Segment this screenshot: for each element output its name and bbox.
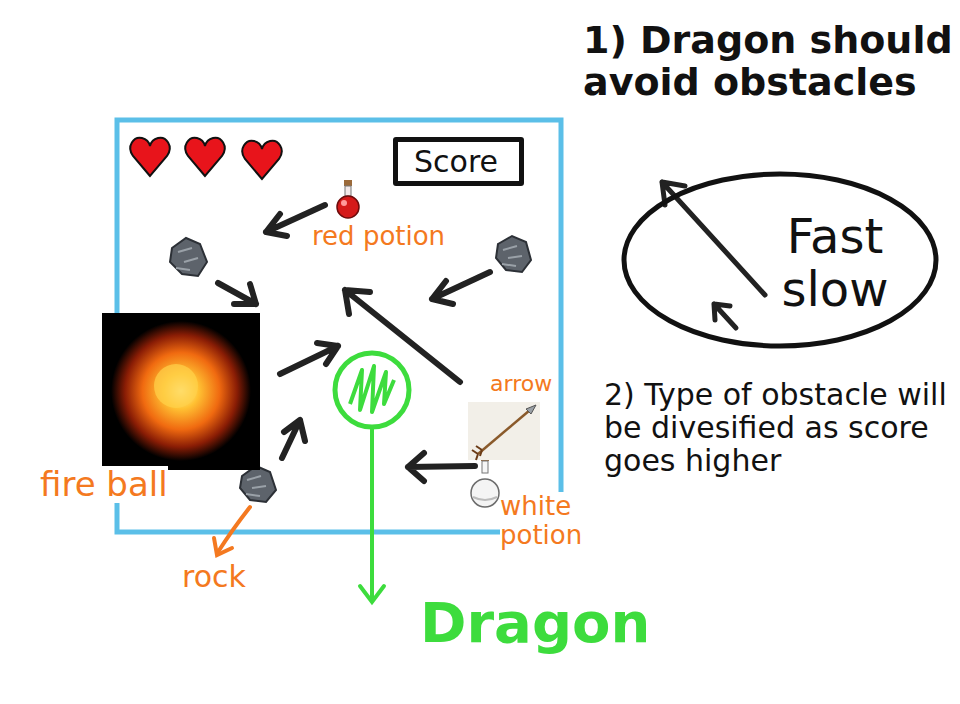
- item-label: rock: [182, 560, 272, 593]
- note-text: 2) Type of obstacle will be divesified a…: [604, 378, 954, 477]
- ellipse-shape: [624, 174, 936, 346]
- rock-icon: [170, 238, 207, 276]
- dragon-label: Dragon: [420, 592, 680, 654]
- dragon-marker: [335, 353, 409, 602]
- rock-icon: [496, 236, 531, 272]
- note-text: 1) Dragon should avoid obstacles: [583, 20, 955, 104]
- speed-text: slow: [782, 263, 889, 316]
- rock-icon: [240, 466, 276, 502]
- item-label: white potion: [500, 492, 600, 549]
- item-label: fire ball: [40, 466, 168, 503]
- speed-ellipse: Fastslow: [620, 170, 940, 350]
- rock-leader: [214, 507, 250, 555]
- item-label: red potion: [312, 222, 482, 251]
- score-box: Score: [393, 137, 524, 186]
- speed-text: Fast: [787, 210, 883, 263]
- life-hearts: [130, 138, 281, 179]
- red-potion-icon: [337, 180, 359, 218]
- white-potion-icon: [471, 455, 499, 507]
- score-text: Score: [414, 145, 503, 178]
- speed-arrows: [662, 182, 765, 328]
- item-label: arrow: [490, 372, 562, 396]
- fireball-icon: [102, 313, 260, 470]
- ellipse-outline: [620, 170, 940, 350]
- movement-arrows: [218, 205, 490, 481]
- arrow-icon: [468, 402, 540, 460]
